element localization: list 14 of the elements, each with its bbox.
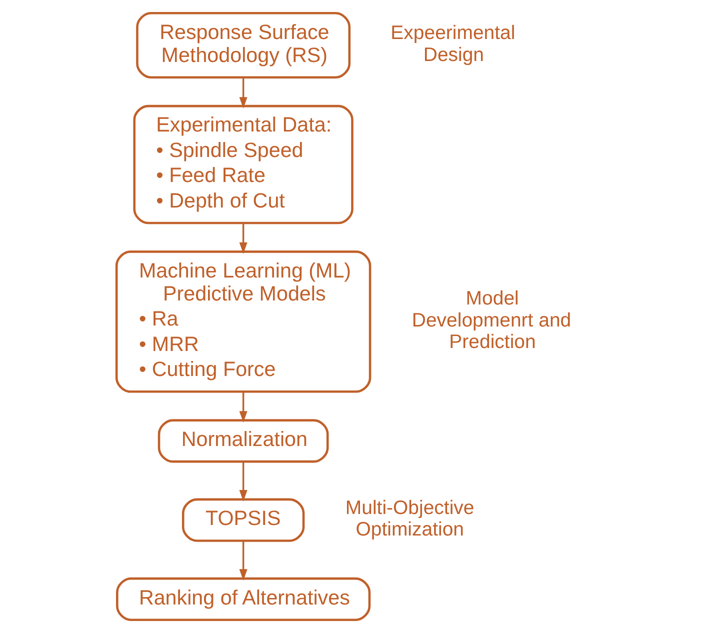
node-label: Multi-Objective Optimization	[344, 496, 474, 541]
node-label: Model Developmenrt and Prediction	[411, 288, 571, 354]
node-box: Experimental Data: • Spindle Speed • Feed Rate • Depth of Cut	[132, 104, 353, 224]
arrow	[238, 392, 247, 423]
node-box: Normalization	[157, 419, 328, 463]
arrow	[238, 77, 247, 109]
arrow	[238, 541, 247, 581]
arrow	[238, 223, 247, 254]
node-box: TOPSIS	[181, 498, 304, 542]
node-box: Machine Learning (ML) Predictive Models • Ra • MRR • Cutting Force	[114, 250, 371, 393]
node-label: Expeerimental Design	[390, 22, 515, 66]
arrow	[238, 462, 247, 502]
node-box: Response Surface Methodology (RS)	[136, 12, 350, 79]
node-box: Ranking of Alternatives	[116, 577, 370, 621]
